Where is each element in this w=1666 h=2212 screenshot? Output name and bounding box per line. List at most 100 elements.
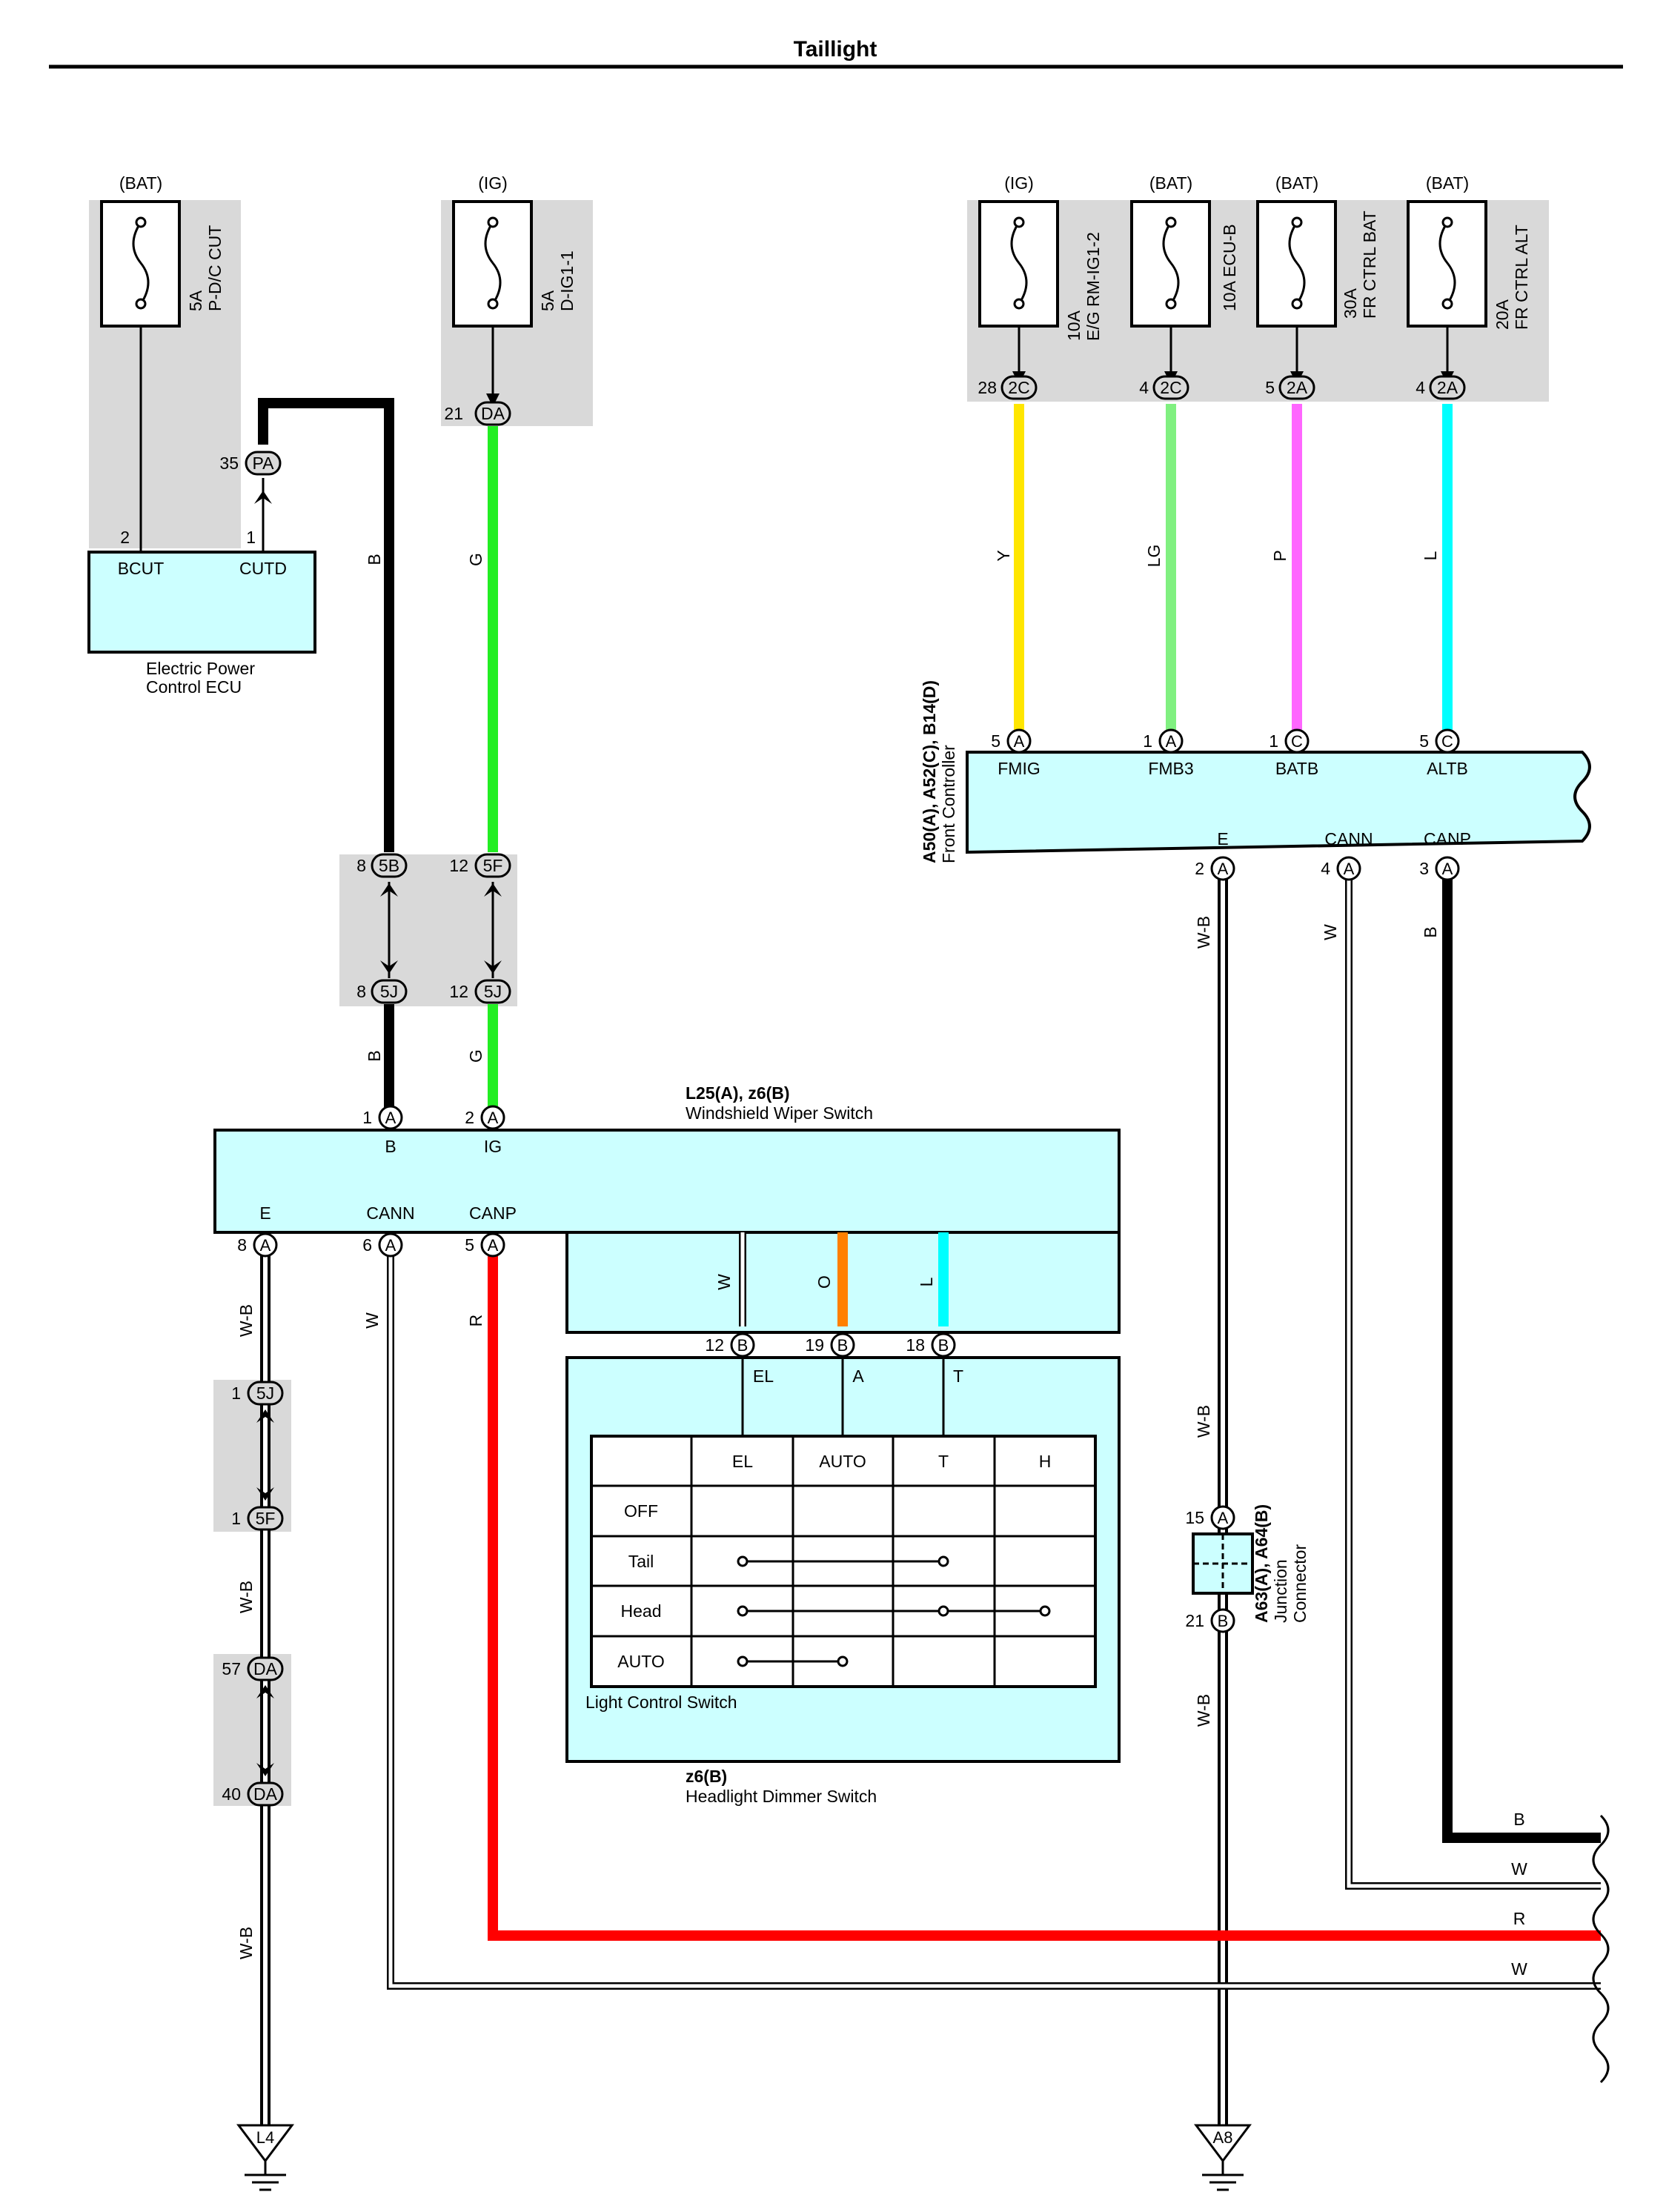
- front-controller-name: Front Controller: [939, 745, 958, 863]
- connector-2a-4: 2A 4: [1416, 375, 1466, 400]
- svg-text:W-B: W-B: [1194, 1694, 1213, 1727]
- light-control-table: EL AUTO T H OFF Tail Head AUTO: [590, 1435, 1097, 1688]
- svg-text:5F: 5F: [256, 1509, 276, 1528]
- svg-text:1: 1: [362, 1108, 372, 1127]
- svg-text:B: B: [365, 1050, 384, 1061]
- svg-text:B: B: [365, 554, 384, 565]
- wiper-pin-cann: A6: [362, 1232, 403, 1258]
- svg-text:A: A: [385, 1109, 396, 1127]
- ground-a8: A8: [1194, 2124, 1252, 2191]
- svg-text:E: E: [1217, 829, 1228, 848]
- fc-pin-canp: A3: [1419, 856, 1460, 881]
- svg-text:A: A: [488, 1236, 499, 1255]
- table-row-head: Head: [621, 1601, 662, 1621]
- svg-text:1: 1: [1269, 731, 1278, 751]
- wiper-pin-e: A8: [237, 1232, 278, 1258]
- fc-pin-fmig: A5: [991, 728, 1032, 754]
- svg-text:6: 6: [362, 1235, 372, 1255]
- svg-text:A: A: [385, 1236, 396, 1255]
- wiper-switch-code: L25(A), z6(B): [686, 1083, 790, 1103]
- svg-text:2C: 2C: [1008, 378, 1029, 397]
- svg-text:EL: EL: [753, 1366, 774, 1386]
- ecu-pin-bcut: BCUT: [118, 559, 165, 578]
- connector-2c-4: 2C 4: [1139, 375, 1189, 400]
- svg-text:21: 21: [1185, 1611, 1204, 1630]
- svg-text:3: 3: [1419, 859, 1429, 878]
- svg-text:B: B: [385, 1137, 396, 1156]
- svg-text:W: W: [362, 1312, 382, 1329]
- fc-pin-fmb3: A1: [1143, 728, 1184, 754]
- ecu-pin-num-bcut: 2: [120, 528, 130, 547]
- svg-text:W: W: [714, 1274, 734, 1290]
- wiper-pin-b: A1: [362, 1105, 403, 1130]
- ground-l4: L4: [236, 2124, 294, 2191]
- svg-text:A: A: [1218, 1509, 1229, 1527]
- fuse-rmig: [978, 200, 1059, 385]
- fc-pin-batb: C1: [1269, 728, 1310, 754]
- fuse-frbat: [1256, 200, 1337, 385]
- svg-text:C: C: [1441, 732, 1453, 751]
- svg-text:A: A: [1014, 732, 1025, 751]
- junction-area-5j5f: [213, 1380, 291, 1532]
- dimmer-name: Headlight Dimmer Switch: [686, 1787, 877, 1806]
- svg-text:BATB: BATB: [1275, 759, 1318, 778]
- fuse-rating-fralt: 20A: [1493, 299, 1512, 330]
- svg-text:LG: LG: [1144, 545, 1164, 568]
- fuse-source-dig: (IG): [478, 173, 508, 193]
- ecu-pin-cutd: CUTD: [239, 559, 287, 578]
- fuse-rating-pdc: 5A: [186, 290, 205, 311]
- svg-text:E: E: [259, 1203, 271, 1223]
- junction-name-line1: Junction: [1271, 1559, 1290, 1623]
- svg-text:4: 4: [1139, 378, 1149, 397]
- fuse-source-frbat: (BAT): [1275, 173, 1318, 193]
- svg-text:2A: 2A: [1437, 378, 1458, 397]
- svg-text:8: 8: [356, 856, 366, 875]
- ecu-pin-num-cutd: 1: [246, 528, 256, 547]
- junction-connector: A 15 B 21 A63(A), A64(B) Junction Connec…: [1185, 1504, 1310, 1633]
- svg-text:A: A: [1344, 860, 1355, 878]
- svg-text:L: L: [1421, 551, 1440, 560]
- svg-text:P: P: [1270, 550, 1290, 561]
- fuse-name-fralt: FR CTRL ALT: [1512, 225, 1531, 330]
- svg-text:W: W: [1321, 924, 1340, 940]
- svg-text:W-B: W-B: [236, 1581, 256, 1613]
- svg-text:T: T: [953, 1366, 963, 1386]
- junction-5j-5f: 5J 1 5F 1: [231, 1381, 284, 1531]
- svg-text:5J: 5J: [256, 1384, 274, 1403]
- svg-text:CANP: CANP: [1424, 829, 1471, 848]
- table-header-t: T: [938, 1452, 949, 1471]
- fuse-name-frbat: FR CTRL BAT: [1360, 210, 1379, 319]
- wire-red-r: [488, 1252, 1601, 1941]
- svg-text:5: 5: [465, 1235, 474, 1255]
- svg-text:W-B: W-B: [236, 1304, 256, 1337]
- svg-text:18: 18: [906, 1335, 925, 1355]
- svg-text:L: L: [917, 1277, 936, 1286]
- svg-text:B: B: [1421, 926, 1440, 937]
- dimmer-code: z6(B): [686, 1767, 727, 1786]
- wiper-switch-name: Windshield Wiper Switch: [686, 1103, 873, 1123]
- svg-text:R: R: [466, 1315, 485, 1327]
- svg-text:A: A: [852, 1366, 864, 1386]
- svg-text:W-B: W-B: [1194, 916, 1213, 949]
- svg-text:Y: Y: [994, 550, 1013, 561]
- svg-text:40: 40: [222, 1784, 241, 1804]
- table-header-auto: AUTO: [819, 1452, 866, 1471]
- svg-text:12: 12: [449, 982, 468, 1001]
- wiper-pin-ig: A2: [465, 1105, 505, 1130]
- svg-text:B: B: [837, 1336, 849, 1355]
- svg-text:W-B: W-B: [1194, 1405, 1213, 1438]
- fuse-source-fralt: (BAT): [1426, 173, 1469, 193]
- fuse-rating-frbat: 30A: [1341, 288, 1360, 319]
- break-mark-right: [1592, 1814, 1610, 2084]
- svg-text:35: 35: [219, 454, 239, 473]
- wire-black-fc-canp: [1442, 876, 1601, 1843]
- ecu-name-line2: Control ECU: [146, 677, 242, 697]
- svg-text:CANN: CANN: [1324, 829, 1373, 848]
- svg-text:R: R: [1513, 1909, 1526, 1928]
- ecu-name-line1: Electric Power: [146, 659, 255, 678]
- fuse-name-rmig: E/G RM-IG1-2: [1083, 232, 1103, 341]
- table-header-h: H: [1039, 1452, 1052, 1471]
- svg-text:5: 5: [1265, 378, 1275, 397]
- fuse-pdc: [100, 200, 181, 552]
